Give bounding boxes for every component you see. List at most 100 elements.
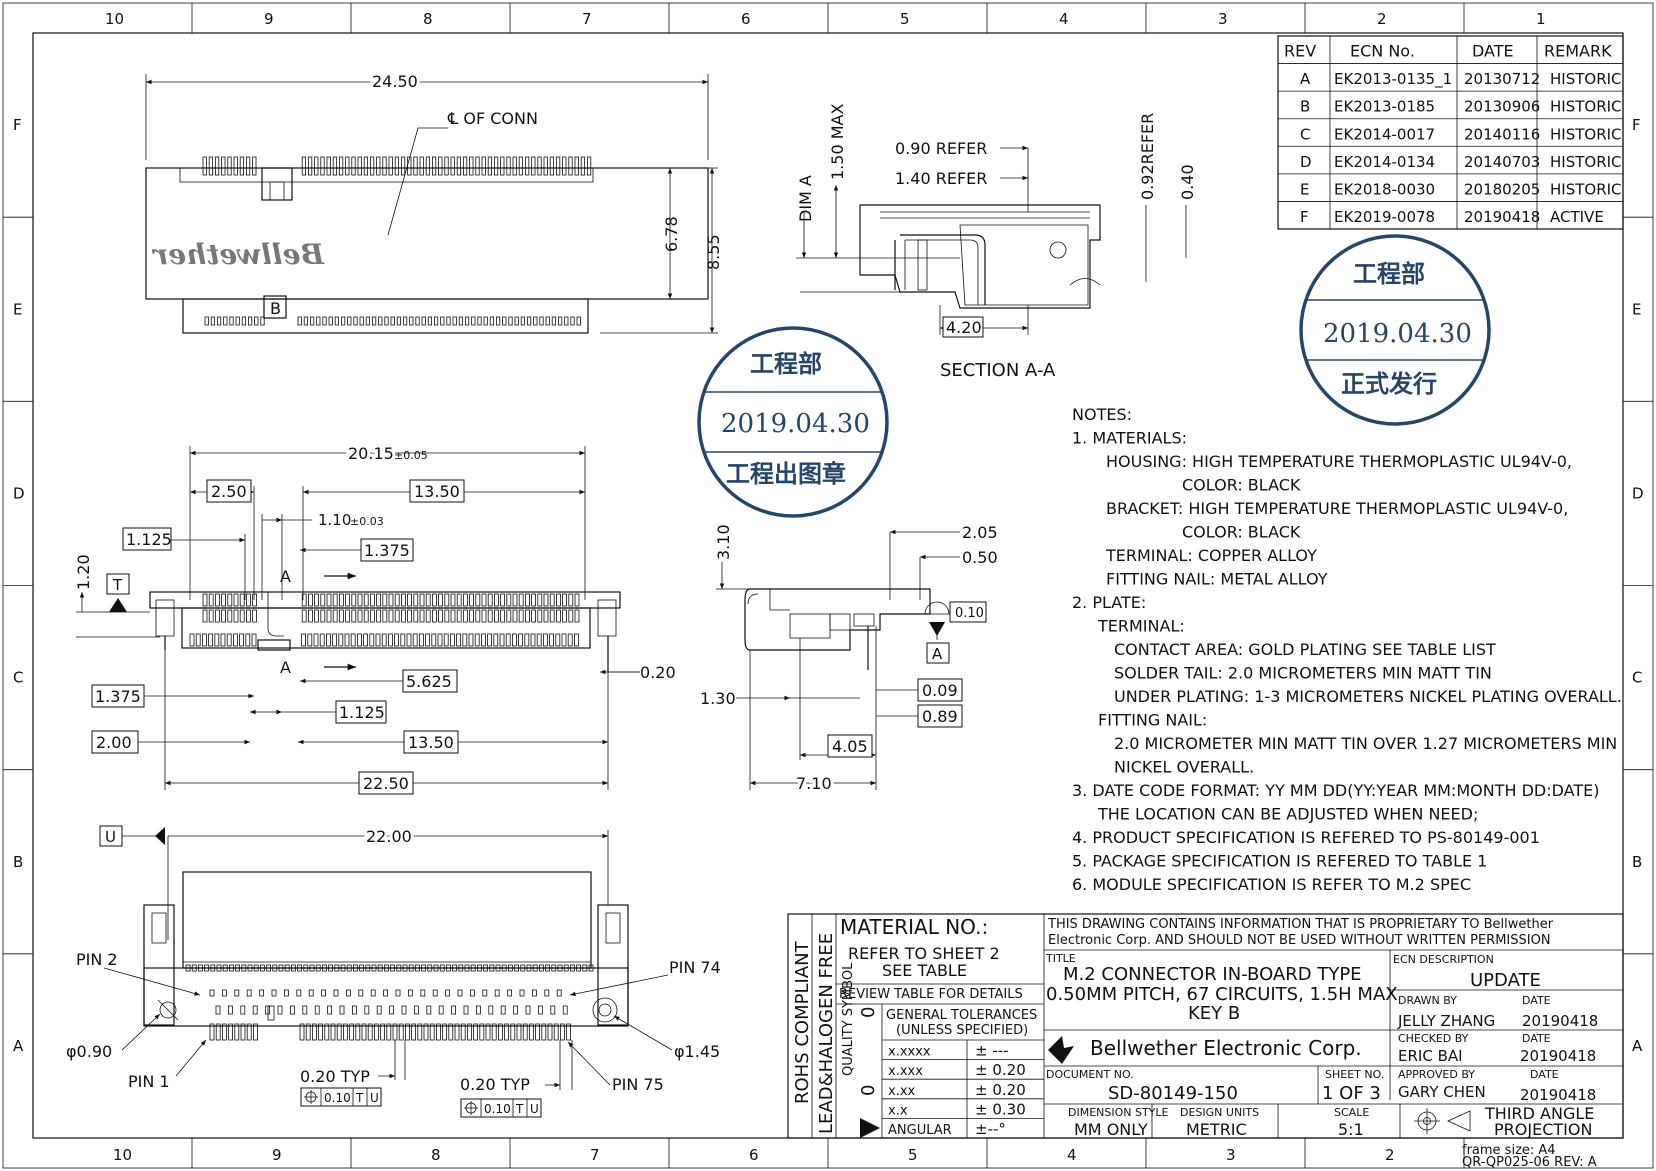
note-line-12: UNDER PLATING: 1-3 MICROMETERS NICKEL PL… — [1114, 687, 1622, 706]
drawn-label: DRAWN BY — [1398, 994, 1457, 1007]
typ-0-20-b: 0.20 TYP — [460, 1075, 530, 1094]
title-block: ROHS COMPLIANT LEAD&HALOGEN FREE QUALITY… — [787, 913, 1624, 1170]
note-line-0: NOTES: — [1072, 405, 1132, 424]
sheet-label: SHEET NO. — [1325, 1068, 1384, 1081]
design-units: METRIC — [1186, 1120, 1247, 1139]
zone-col-top-9: 9 — [264, 10, 274, 28]
zone-row-left-A: A — [13, 1037, 24, 1055]
datum-u: U — [105, 828, 116, 846]
note-line-19: 5. PACKAGE SPECIFICATION IS REFERED TO T… — [1072, 852, 1487, 871]
dim-1-50-max: 1.50 MAX — [828, 104, 847, 180]
doc-label: DOCUMENT NO. — [1046, 1068, 1134, 1081]
scale-label: SCALE — [1334, 1106, 1369, 1119]
rev-cell-0-2: 20130712 — [1464, 70, 1540, 88]
datum-t: T — [112, 576, 123, 594]
top-height-dim-2: 8.55 — [704, 234, 723, 270]
zone-col-top-8: 8 — [423, 10, 433, 28]
note-line-7: FITTING NAIL: METAL ALLOY — [1106, 570, 1328, 589]
stamp2-top: 工程部 — [1353, 259, 1425, 288]
note-line-1: 1. MATERIALS: — [1072, 429, 1187, 448]
rev-cell-1-3: HISTORIC — [1550, 98, 1622, 116]
approved-date: 20190418 — [1520, 1086, 1596, 1104]
material-no-label: MATERIAL NO.: — [840, 915, 988, 939]
zone-col-top-5: 5 — [900, 10, 910, 28]
zone-col-bottom-5: 5 — [908, 1146, 918, 1164]
quality-circle-2: 0 — [858, 1085, 879, 1096]
lead-free-label: LEAD&HALOGEN FREE — [816, 933, 837, 1134]
fcf-u-b: U — [530, 1102, 539, 1116]
projection-1: THIRD ANGLE — [1484, 1104, 1594, 1123]
zone-col-top-2: 2 — [1377, 10, 1387, 28]
see-table: SEE TABLE — [882, 961, 967, 980]
zone-row-left-C: C — [13, 669, 23, 687]
flatness-tol: 0.10 — [955, 606, 984, 621]
zone-row-left-B: B — [13, 853, 23, 871]
rev-cell-4-1: EK2018-0030 — [1334, 180, 1435, 198]
drawn-date: 20190418 — [1522, 1012, 1598, 1030]
datum-a: A — [932, 645, 943, 663]
sheet-no: 1 OF 3 — [1322, 1083, 1381, 1104]
units-label: DESIGN UNITS — [1180, 1106, 1259, 1119]
tol-label-0: x.xxxx — [888, 1045, 931, 1060]
dim-style-label: DIMENSION STYLE — [1068, 1106, 1169, 1119]
tol-label-1: x.xxx — [888, 1064, 923, 1079]
checked-by: ERIC BAI — [1398, 1047, 1463, 1065]
rev-header-1: ECN No. — [1350, 42, 1415, 61]
dim-1-10: 1.10 — [318, 511, 351, 529]
note-line-13: FITTING NAIL: — [1098, 711, 1207, 730]
rev-cell-5-2: 20190418 — [1464, 208, 1540, 226]
tol-value-4: ±--° — [975, 1120, 1006, 1138]
section-a-a-view: 0.90 REFER 1.40 REFER 1.50 MAX DIM A 0.9… — [796, 104, 1197, 381]
section-caption: SECTION A-A — [940, 360, 1056, 381]
gen-tol-2: (UNLESS SPECIFIED) — [896, 1023, 1028, 1038]
top-view: 24.50 ℄ OF CONN B Bellwether 6.78 8.55 — [145, 69, 723, 334]
dim-2-00: 2.00 — [96, 733, 132, 752]
rev-cell-3-3: HISTORIC — [1550, 153, 1622, 171]
tol-label-2: x.xx — [888, 1084, 916, 1099]
rev-cell-3-1: EK2014-0134 — [1334, 153, 1435, 171]
note-line-9: TERMINAL: — [1097, 617, 1185, 636]
rev-header-2: DATE — [1472, 42, 1514, 61]
note-line-6: TERMINAL: COPPER ALLOY — [1105, 546, 1317, 565]
note-line-2: HOUSING: HIGH TEMPERATURE THERMOPLASTIC … — [1106, 452, 1572, 471]
dia-0-90: φ0.90 — [66, 1042, 112, 1061]
checked-date: 20190418 — [1520, 1047, 1596, 1065]
zone-col-bottom-10: 10 — [113, 1146, 132, 1164]
rev-cell-2-2: 20140116 — [1464, 125, 1540, 143]
rev-cell-4-2: 20180205 — [1464, 180, 1540, 198]
zone-col-top-6: 6 — [741, 10, 751, 28]
pin1-label: PIN 1 — [128, 1072, 170, 1091]
top-height-dim-1: 6.78 — [662, 216, 681, 252]
proprietary-2: Electronic Corp. AND SHOULD NOT BE USED … — [1048, 933, 1551, 948]
rev-cell-2-1: EK2014-0017 — [1334, 125, 1435, 143]
zone-col-bottom-7: 7 — [590, 1146, 600, 1164]
dim-22-00: 22.00 — [366, 827, 412, 846]
quality-symbol-label: QUALITY SYMBOL — [841, 962, 856, 1076]
zone-col-top-7: 7 — [582, 10, 592, 28]
rev-cell-1-2: 20130906 — [1464, 98, 1540, 116]
rev-cell-5-3: ACTIVE — [1550, 208, 1604, 226]
tol-label-4: ANGULAR — [888, 1123, 952, 1138]
dim-2-50: 2.50 — [211, 482, 247, 501]
dim-2-05: 2.05 — [962, 523, 998, 542]
tol-value-0: ± --- — [975, 1042, 1009, 1060]
bottom-view: U 22.00 PIN 2 PIN 74 φ0.90 φ1.45 PIN 1 P… — [66, 824, 721, 1118]
side-view: 3.10 2.05 0.50 0.10 A 1.30 0.09 0.89 — [700, 523, 998, 796]
dim-1-125-a: 1.125 — [126, 530, 172, 549]
dim-a: DIM A — [796, 175, 815, 222]
brand-logo-mirrored: Bellwether — [151, 238, 325, 271]
ecn-desc: UPDATE — [1470, 970, 1541, 991]
rev-cell-1-0: B — [1300, 98, 1310, 116]
zone-col-bottom-8: 8 — [431, 1146, 441, 1164]
zone-row-right-F: F — [1632, 116, 1641, 134]
fcf-value-a: 0.10 — [324, 1091, 351, 1105]
stamp1-date: 2019.04.30 — [721, 409, 870, 439]
rev-cell-2-0: C — [1300, 125, 1310, 143]
zone-row-right-E: E — [1632, 300, 1641, 318]
title-line-2: 0.50MM PITCH, 67 CIRCUITS, 1.5H MAX — [1046, 984, 1398, 1005]
dim-4-05: 4.05 — [832, 737, 868, 756]
top-width-dim: 24.50 — [372, 72, 418, 91]
note-line-18: 4. PRODUCT SPECIFICATION IS REFERED TO P… — [1072, 828, 1540, 847]
notes-block: NOTES: 1. MATERIALS: HOUSING: HIGH TEMPERA… — [1072, 405, 1622, 894]
